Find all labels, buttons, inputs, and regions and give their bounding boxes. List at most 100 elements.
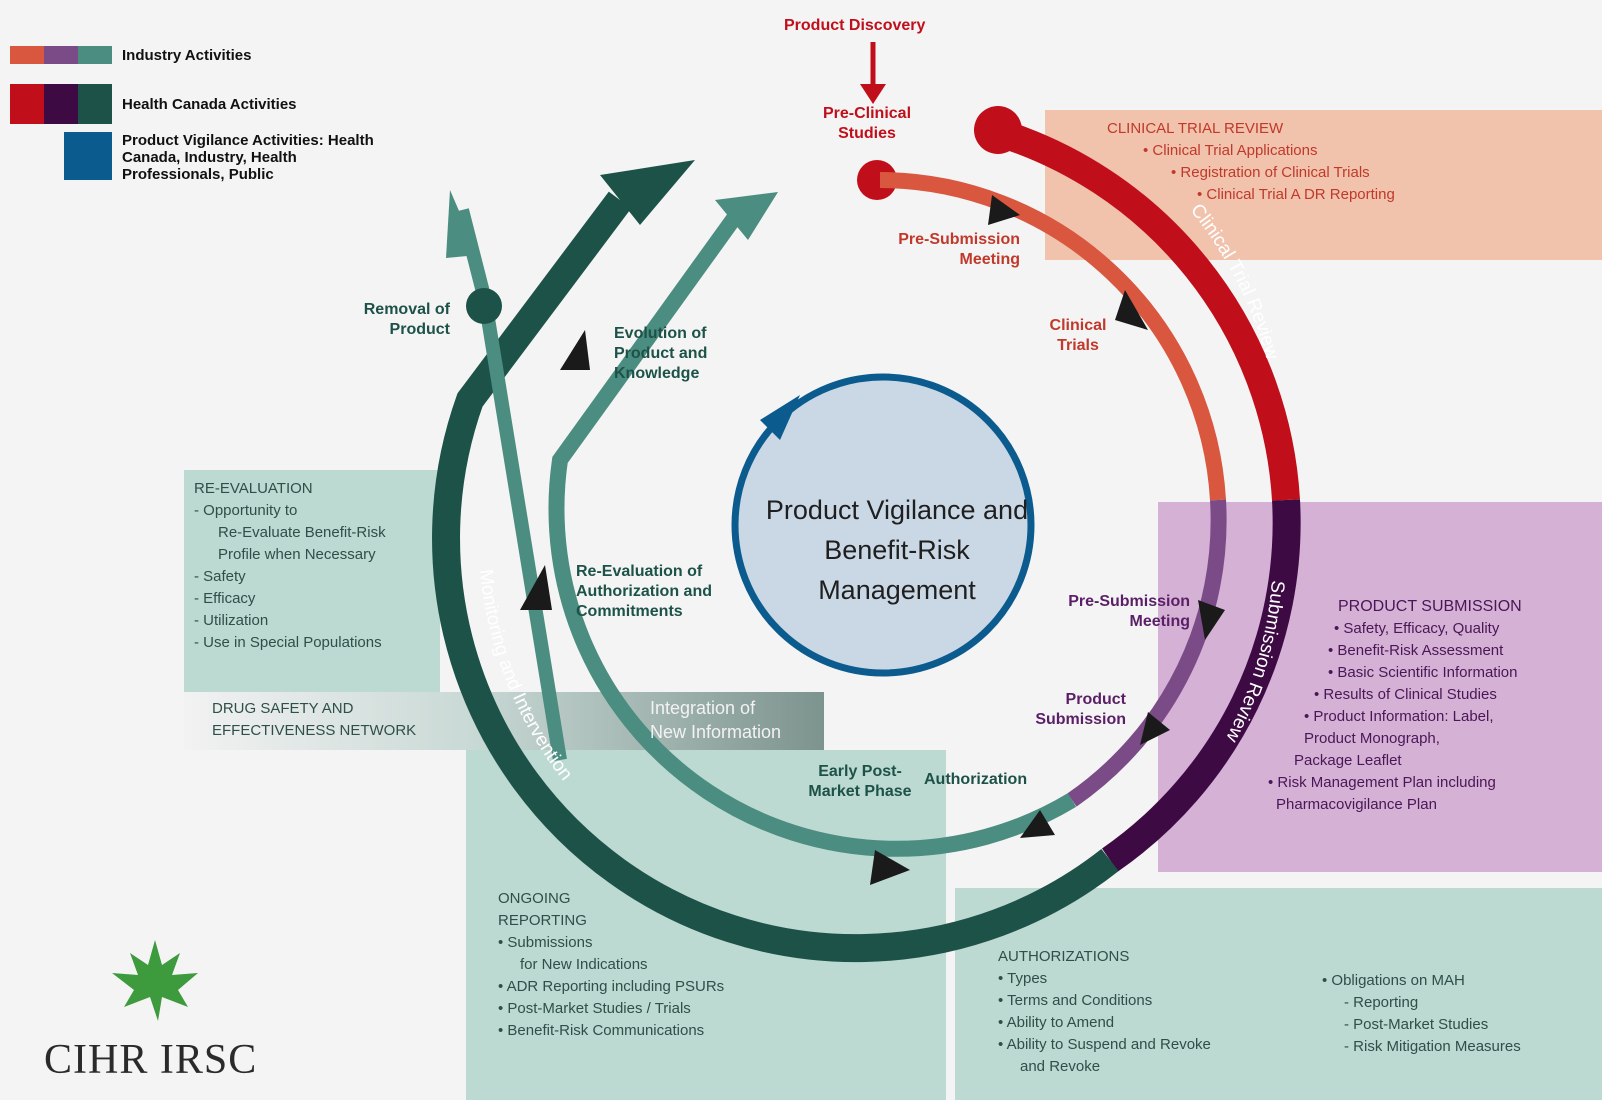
list-item: • Clinical Trial A DR Reporting [1197, 186, 1395, 203]
arrowhead [860, 84, 886, 104]
clinical-trial-review-panel [1045, 110, 1602, 260]
list-item: Re-Evaluate Benefit-Risk [218, 524, 386, 541]
list-item: • Terms and Conditions [998, 992, 1153, 1009]
list-item: • Risk Management Plan including [1268, 774, 1496, 791]
list-item: • Obligations on MAH [1322, 972, 1465, 989]
legend-vigilance-label: Product Vigilance Activities: Health Can… [122, 132, 374, 183]
swatch [64, 132, 112, 180]
legend-industry: Industry Activities [10, 46, 251, 64]
ongoing-reporting-text: ONGOING REPORTING • Submissions for New … [498, 888, 724, 1042]
panel-heading: REPORTING [498, 912, 587, 929]
panel-heading: AUTHORIZATIONS [998, 948, 1130, 965]
stage-removal: Removal of Product [363, 301, 450, 338]
stage-re-evaluation: Re-Evaluation of Authorization and Commi… [576, 563, 712, 620]
network-text: DRUG SAFETY AND EFFECTIVENESS NETWORK [212, 698, 416, 742]
arrowhead [715, 192, 778, 240]
swatch [44, 84, 78, 124]
stage-discovery: Product Discovery [784, 17, 926, 34]
stage-preclinical: Pre-Clinical Studies [822, 105, 912, 142]
list-item: • Benefit-Risk Communications [498, 1022, 705, 1039]
network-line: DRUG SAFETY AND [212, 700, 354, 717]
swatch [44, 46, 78, 64]
ring-submission-outer [1102, 499, 1301, 872]
authorizations-panel [955, 888, 1602, 1100]
authorizations-text-2: • Obligations on MAH - Reporting - Post-… [1322, 970, 1521, 1058]
list-item: - Risk Mitigation Measures [1344, 1038, 1521, 1055]
panel-heading: ONGOING [498, 890, 571, 907]
network-line: EFFECTIVENESS NETWORK [212, 722, 417, 739]
stage-product-submission: Product Submission [1035, 691, 1126, 728]
legend-health-canada: Health Canada Activities [10, 84, 297, 124]
integration-text: Integration of New Information [650, 696, 781, 744]
swatch [10, 84, 44, 124]
center-arrowhead [760, 395, 800, 440]
list-item: • Registration of Clinical Trials [1171, 164, 1370, 181]
list-item: and Revoke [1020, 1058, 1101, 1075]
arrowhead [520, 565, 552, 610]
stage-evolution: Evolution of Product and Knowledge [614, 325, 708, 382]
list-item: - Reporting [1344, 994, 1419, 1011]
swatch [10, 46, 44, 64]
list-item: • Types [998, 970, 1048, 987]
arrowhead [988, 195, 1020, 225]
ring-clinical-outer [986, 116, 1300, 501]
re-evaluation-panel [184, 470, 440, 692]
panel-heading: CLINICAL TRIAL REVIEW [1107, 120, 1284, 137]
list-item: • Safety, Efficacy, Quality [1334, 620, 1500, 637]
arrowhead [600, 160, 695, 225]
ring-monitoring-inner [548, 205, 1077, 857]
list-item: • Results of Clinical Studies [1314, 686, 1497, 703]
re-evaluation-text: RE-EVALUATION - Opportunity to Re-Evalua… [194, 478, 386, 654]
list-item: • Benefit-Risk Assessment [1328, 642, 1504, 659]
legend-hc-swatches [10, 84, 112, 124]
swatch [78, 46, 112, 64]
stage-pre-submission-1: Pre-Submission Meeting [898, 231, 1020, 268]
list-item: Profile when Necessary [218, 546, 376, 563]
list-item: • Post-Market Studies / Trials [498, 1000, 691, 1017]
list-item: - Efficacy [194, 590, 256, 607]
list-item: • Clinical Trial Applications [1143, 142, 1318, 159]
legend-hc-label: Health Canada Activities [122, 95, 297, 113]
integration-line: New Information [650, 722, 782, 742]
list-item: - Post-Market Studies [1344, 1016, 1489, 1033]
cihr-leaf-logo [112, 940, 198, 1021]
list-item: - Utilization [194, 612, 269, 629]
list-item: Product Monograph, [1304, 730, 1440, 747]
arrowhead [1020, 810, 1055, 838]
stage-pre-submission-2: Pre-Submission Meeting [1068, 593, 1190, 630]
stage-authorization: Authorization [924, 771, 1028, 788]
list-item: • Ability to Suspend and Revoke [998, 1036, 1211, 1053]
list-item: • Submissions [498, 934, 593, 951]
product-submission-panel [1158, 502, 1602, 872]
list-item: • Basic Scientific Information [1328, 664, 1518, 681]
authorizations-text: AUTHORIZATIONS • Types • Terms and Condi… [998, 946, 1211, 1078]
list-item: Pharmacovigilance Plan [1276, 796, 1437, 813]
list-item: • ADR Reporting including PSURs [498, 978, 725, 995]
stage-early-post-market: Early Post-Market Phase [808, 763, 912, 800]
list-item: Package Leaflet [1294, 752, 1402, 769]
list-item: for New Indications [520, 956, 648, 973]
arrowhead [870, 850, 910, 885]
panel-heading: RE-EVALUATION [194, 480, 313, 497]
legend-industry-swatches [10, 46, 112, 64]
legend-vigilance: Product Vigilance Activities: Health Can… [64, 132, 382, 183]
arrowhead [1140, 712, 1170, 745]
list-item: • Product Information: Label, [1304, 708, 1494, 725]
center-circle [731, 373, 1035, 677]
list-item: - Opportunity to [194, 502, 298, 519]
list-item: - Safety [194, 568, 246, 585]
ring-clinical-inner [879, 172, 1226, 501]
removal-dot [466, 288, 502, 324]
panel-heading: PRODUCT SUBMISSION [1338, 598, 1522, 615]
inner-start-dot [857, 160, 897, 200]
integration-line: Integration of [650, 698, 756, 718]
legend-industry-label: Industry Activities [122, 46, 252, 64]
swatch [78, 84, 112, 124]
center-title: Product Vigilance and Benefit-Risk Manag… [765, 495, 1029, 605]
list-item: - Use in Special Populations [194, 634, 382, 651]
clinical-trial-review-text: CLINICAL TRIAL REVIEW • Clinical Trial A… [1107, 118, 1395, 206]
stage-clinical-trials: Clinical Trials [1049, 317, 1107, 354]
ring-start-dot [974, 106, 1022, 154]
arrowhead [446, 190, 478, 258]
